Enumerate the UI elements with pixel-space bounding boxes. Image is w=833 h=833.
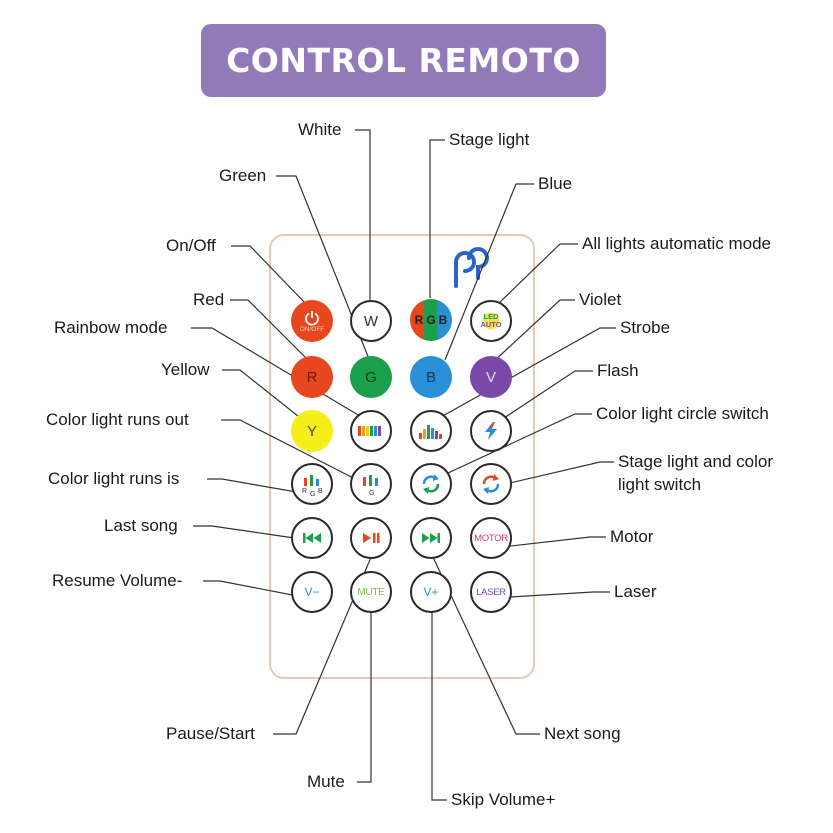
rainbow-mode-button[interactable] [350, 410, 392, 452]
color-bars-rgb-icon [304, 475, 319, 486]
label-last-song: Last song [104, 516, 178, 535]
violet-button-label: V [485, 368, 496, 386]
label-stage-color-switch-line2: light switch [618, 475, 702, 494]
red-button[interactable]: R [291, 356, 333, 398]
yellow-button-label: Y [306, 422, 317, 440]
label-pause-start: Pause/Start [166, 724, 255, 743]
next-song-button[interactable] [410, 517, 452, 559]
volume-up-button[interactable]: V+ [410, 571, 452, 613]
label-flash: Flash [597, 361, 639, 380]
red-button-label: R [306, 368, 318, 386]
circle-arrows-icon [422, 474, 440, 494]
rgb-g-letter: G [426, 313, 436, 327]
remote-body [269, 234, 535, 679]
banner-title: CONTROL REMOTO [226, 41, 581, 80]
power-button[interactable]: ON/OFF [291, 300, 333, 342]
mute-button[interactable]: MUTE [350, 571, 392, 613]
lightning-icon [485, 422, 497, 440]
strobe-button[interactable] [410, 410, 452, 452]
label-color-runs-out: Color light runs out [46, 410, 189, 429]
last-song-button[interactable] [291, 517, 333, 559]
runs-is-r: R [302, 488, 308, 495]
motor-button[interactable]: MOTOR [470, 517, 512, 559]
label-green: Green [219, 166, 267, 185]
green-button-label: G [365, 368, 377, 386]
label-mute: Mute [307, 772, 345, 791]
label-skip-volume: Skip Volume+ [451, 790, 556, 809]
mute-button-label: MUTE [357, 586, 385, 598]
label-all-lights-auto: All lights automatic mode [582, 234, 771, 253]
label-stage-light: Stage light [449, 130, 530, 149]
brand-logo-icon [454, 247, 489, 288]
white-button-label: W [363, 312, 379, 330]
green-button[interactable]: G [350, 356, 392, 398]
label-next-song: Next song [544, 724, 621, 743]
label-red: Red [193, 290, 225, 309]
rgb-b-letter: B [438, 313, 448, 327]
volume-down-button[interactable]: V− [291, 571, 333, 613]
label-violet: Violet [579, 290, 622, 309]
prev-track-icon [303, 533, 321, 543]
rainbow-bars-icon [358, 426, 381, 436]
label-stage-color-switch-line1: Stage light and color [618, 452, 773, 471]
power-caption: ON/OFF [299, 325, 325, 333]
laser-button-label: LASER [476, 586, 506, 598]
color-circle-switch-button[interactable] [410, 463, 452, 505]
label-color-circle-switch: Color light circle switch [596, 404, 769, 423]
laser-button[interactable]: LASER [470, 571, 512, 613]
label-strobe: Strobe [620, 318, 671, 337]
color-runs-out-button[interactable]: G [350, 463, 392, 505]
label-motor: Motor [610, 527, 654, 546]
next-track-icon [422, 533, 440, 543]
label-rainbow-mode: Rainbow mode [54, 318, 168, 337]
rgb-r-letter: R [414, 313, 424, 327]
label-white: White [298, 120, 342, 139]
label-color-runs-is: Color light runs is [48, 469, 180, 488]
yellow-button[interactable]: Y [291, 410, 333, 452]
runs-is-g: G [310, 491, 316, 498]
pause-start-button[interactable] [350, 517, 392, 559]
title-banner: CONTROL REMOTO [201, 24, 606, 97]
label-yellow: Yellow [161, 360, 210, 379]
color-runs-is-button[interactable]: R G B [291, 463, 333, 505]
label-on-off: On/Off [166, 236, 216, 255]
stage-color-switch-button[interactable] [470, 463, 512, 505]
violet-button[interactable]: V [470, 356, 512, 398]
flash-button[interactable] [470, 410, 512, 452]
label-blue: Blue [538, 174, 573, 193]
volume-down-label: V− [304, 585, 320, 599]
blue-button-label: B [425, 368, 436, 386]
runs-is-b: B [318, 488, 323, 495]
auto-text: AUTO [480, 320, 502, 329]
motor-button-label: MOTOR [474, 532, 508, 544]
equalizer-icon [419, 425, 442, 439]
power-icon [305, 310, 319, 326]
blue-button[interactable]: B [410, 356, 452, 398]
play-pause-icon [363, 533, 380, 543]
stage-light-rgb-button[interactable]: R G B [410, 299, 452, 341]
led-text: LED [483, 312, 499, 321]
label-resume-volume: Resume Volume- [52, 571, 183, 590]
all-lights-auto-button[interactable]: LED AUTO [470, 300, 512, 342]
switch-arrows-icon [482, 474, 500, 494]
color-bars-icon [363, 475, 378, 486]
runs-out-g: G [369, 490, 375, 497]
white-button[interactable]: W [350, 300, 392, 342]
label-laser: Laser [614, 582, 657, 601]
volume-up-label: V+ [423, 585, 439, 599]
